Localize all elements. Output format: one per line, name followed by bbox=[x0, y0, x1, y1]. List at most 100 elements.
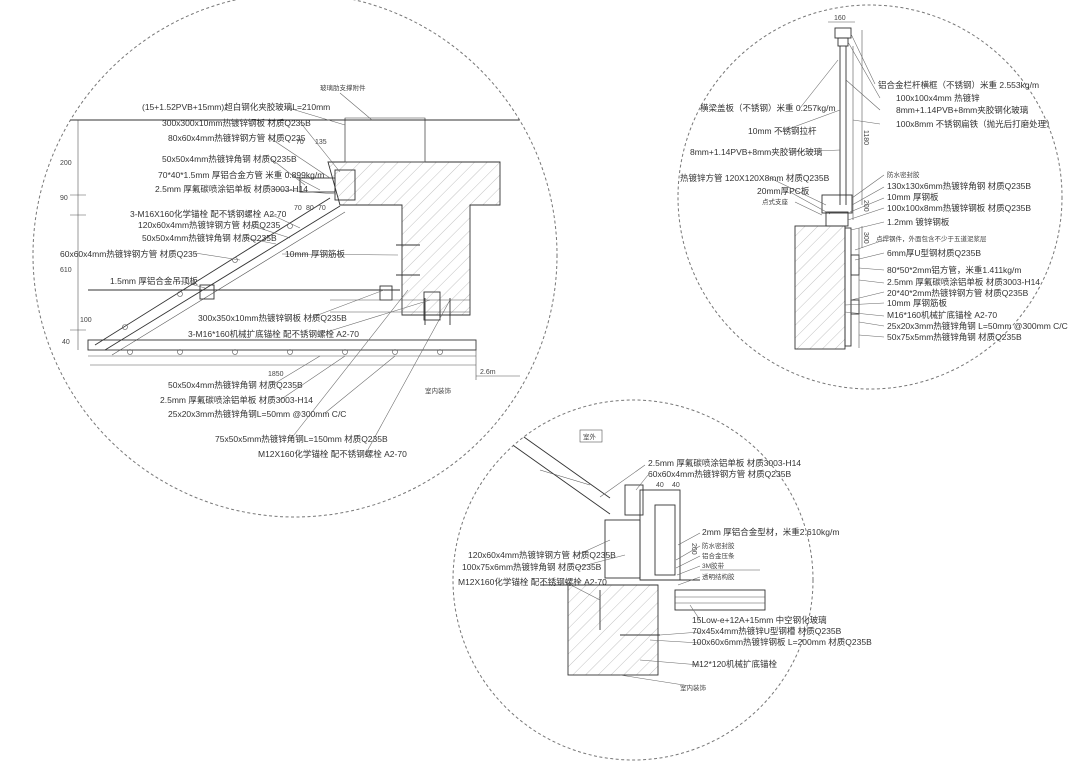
label-a-8: 50x50x4mm热镀锌角钢 材质Q235B bbox=[142, 233, 277, 243]
concrete-beam bbox=[327, 161, 501, 316]
label-c-14: 室内装饰 bbox=[680, 683, 707, 692]
label-b-left-4: 20mm厚PC板 bbox=[757, 186, 810, 196]
label-b-left-0: 横梁盖板（不锈钢）米重 0.257kg/m bbox=[700, 103, 836, 113]
dim-b-3: 300 bbox=[862, 232, 869, 244]
label-b-right-2: 10mm 厚钢板 bbox=[887, 192, 939, 202]
label-c-5: 3M胶带 bbox=[702, 561, 725, 570]
label-a-18: M12X160化学锚栓 配不锈钢螺栓 A2-70 bbox=[258, 449, 407, 459]
label-a-4: 70*40*1.5mm 厚铝合金方管 米重 0.899kg/m bbox=[158, 170, 324, 180]
detail-c-boundary bbox=[452, 399, 814, 761]
label-b-top-1: 100x100x4mm 热镀锌 bbox=[896, 93, 980, 103]
detail-a-geometry bbox=[60, 117, 520, 380]
label-b-right-7: 80*50*2mm铝方管，米重1.411kg/m bbox=[887, 265, 1021, 275]
dim-a-10: 40 bbox=[62, 339, 70, 346]
label-a-11: 10mm 厚钢筋板 bbox=[285, 249, 345, 259]
label-b-top-3: 100x8mm 不锈钢扁铁（抛光后打磨处理） bbox=[896, 119, 1055, 129]
glass-fin bbox=[344, 117, 426, 163]
label-a-7: 120x60x4mm热镀锌钢方管 材质Q235 bbox=[138, 220, 280, 230]
detail-a-elev: 2.6m bbox=[480, 369, 496, 376]
detail-a-leaders bbox=[179, 92, 451, 456]
label-b-right-3: 100x100x8mm热镀锌钢板 材质Q235B bbox=[887, 203, 1031, 213]
label-c-10: 15Low-e+12A+15mm 中空钢化玻璃 bbox=[692, 615, 827, 625]
detail-c-labels: 2.5mm 厚氟碳喷涂铝单板 材质3003-H14 60x60x4mm热镀锌钢方… bbox=[458, 458, 872, 692]
detail-c-header: 室外 bbox=[583, 432, 597, 441]
detail-c: 室外 40 40 200 2.5mm 厚氟碳喷涂铝单板 材质3003-H14 6… bbox=[452, 399, 872, 761]
label-b-left-3: 热镀锌方管 120X120X8mm 材质Q235B bbox=[680, 173, 830, 183]
label-b-right-4: 1.2mm 镀锌钢板 bbox=[887, 217, 950, 227]
slope-member bbox=[94, 197, 331, 346]
label-b-top-0: 铝合金栏杆横框（不锈钢）米重 2.553kg/m bbox=[878, 80, 1039, 90]
label-b-right-8: 2.5mm 厚氟碳喷涂铝单板 材质3003-H14 bbox=[887, 277, 1040, 287]
label-a-13: 3-M16*160机械扩底锚栓 配不锈钢螺栓 A2-70 bbox=[188, 329, 359, 339]
label-c-7: 120x60x4mm热镀锌钢方管 材质Q235B bbox=[468, 550, 616, 560]
label-a-12: 300x350x10mm热镀锌钢板 材质Q235B bbox=[198, 313, 347, 323]
label-c-4: 铝合金压条 bbox=[702, 551, 735, 560]
dim-a-6: 1850 bbox=[268, 371, 284, 378]
label-b-top-2: 8mm+1.14PVB+8mm夹胶钢化玻璃 bbox=[896, 105, 1029, 115]
detail-a: 200 70 135 90 610 100 1850 70 80 70 40 2… bbox=[32, 0, 558, 518]
dim-a-1: 70 bbox=[296, 139, 304, 146]
label-c-2: 2mm 厚铝合金型材，米重2.610kg/m bbox=[702, 527, 839, 537]
concrete-slab-c bbox=[567, 584, 659, 676]
label-b-right-11: M16*160机械扩底锚栓 A2-70 bbox=[887, 310, 997, 320]
dim-a-5: 100 bbox=[80, 317, 92, 324]
label-a-10: 1.5mm 厚铝合金吊顶板 bbox=[110, 276, 198, 286]
dim-c-1: 40 bbox=[672, 482, 680, 489]
dim-c-2: 200 bbox=[690, 543, 697, 555]
bottom-beam bbox=[87, 339, 477, 351]
label-b-right-10: 10mm 厚钢筋板 bbox=[887, 298, 947, 308]
dim-b-1: 1180 bbox=[862, 130, 869, 145]
label-c-1: 60x60x4mm热镀锌钢方管 材质Q235B bbox=[648, 469, 791, 479]
label-c-6: 透明结构胶 bbox=[702, 572, 735, 581]
dim-a-3: 90 bbox=[60, 195, 68, 202]
detail-b: 160 1180 200 300 bbox=[677, 4, 1068, 390]
label-a-6: 3-M16X160化学锚栓 配不锈钢螺栓 A2-70 bbox=[130, 209, 287, 219]
label-a-1: 300x300x10mm热镀锌钢板 材质Q235B bbox=[162, 118, 311, 128]
detail-a-boundary bbox=[32, 0, 558, 518]
label-a-2: 80x60x4mm热镀锌钢方管 材质Q235 bbox=[168, 133, 306, 143]
label-a-5: 2.5mm 厚氟碳喷涂铝单板 材质3003-H14 bbox=[155, 184, 308, 194]
label-a-14: 50x50x4mm热镀锌角钢 材质Q235B bbox=[168, 380, 303, 390]
label-b-right-5: 点焊钢件，外面包含不少于五道泥浆层 bbox=[876, 234, 987, 243]
label-a-9: 60x60x4mm热镀锌钢方管 材质Q235 bbox=[60, 249, 198, 259]
detail-a-right-label: 室内装饰 bbox=[425, 386, 452, 395]
detail-c-geometry bbox=[499, 419, 766, 676]
dim-b-0: 160 bbox=[834, 15, 846, 22]
label-a-16: 25x20x3mm热镀锌角钢L=50mm @300mm C/C bbox=[168, 409, 346, 419]
dim-a-0: 200 bbox=[60, 160, 72, 167]
dim-c-0: 40 bbox=[656, 482, 664, 489]
label-a-17: 75x50x5mm热镀锌角钢L=150mm 材质Q235B bbox=[215, 434, 388, 444]
label-b-right-1: 130x130x6mm热镀锌角钢 材质Q235B bbox=[887, 181, 1031, 191]
label-b-right-12: 25x20x3mm热镀锌角钢 L=50mm @300mm C/C bbox=[887, 321, 1068, 331]
label-b-left-1: 10mm 不锈钢拉杆 bbox=[748, 126, 817, 136]
concrete-slab bbox=[794, 225, 846, 350]
detail-b-leaders bbox=[769, 33, 885, 338]
label-b-right-0: 防水密封胶 bbox=[887, 170, 920, 179]
dim-a-2: 135 bbox=[315, 139, 327, 146]
detail-b-geometry bbox=[794, 21, 863, 350]
dim-a-7: 70 bbox=[294, 205, 302, 212]
detail-a-labels: 玻璃肋支撑附件 (15+1.52PVB+15mm)超白钢化夹胶玻璃L=210mm… bbox=[60, 83, 452, 459]
label-b-left-2: 8mm+1.14PVB+8mm夹胶钢化玻璃 bbox=[690, 147, 823, 157]
label-b-right-13: 50x75x5mm热镀锌角钢 材质Q235B bbox=[887, 332, 1022, 342]
detail-b-labels: 铝合金栏杆横框（不锈钢）米重 2.553kg/m 100x100x4mm 热镀锌… bbox=[680, 80, 1068, 342]
label-a-0: (15+1.52PVB+15mm)超白钢化夹胶玻璃L=210mm bbox=[142, 102, 330, 112]
label-c-0: 2.5mm 厚氟碳喷涂铝单板 材质3003-H14 bbox=[648, 458, 801, 468]
detail-b-boundary bbox=[677, 4, 1063, 390]
detail-a-top-label: 玻璃肋支撑附件 bbox=[320, 83, 366, 92]
dim-a-8: 80 bbox=[306, 205, 314, 212]
label-b-right-9: 20*40*2mm热镀锌钢方管 材质Q235B bbox=[887, 288, 1029, 298]
label-c-3: 防水密封胶 bbox=[702, 541, 735, 550]
label-c-11: 70x45x4mm热镀锌U型钢槽 材质Q235B bbox=[692, 626, 842, 636]
label-a-15: 2.5mm 厚氟碳喷涂铝单板 材质3003-H14 bbox=[160, 395, 313, 405]
label-c-12: 100x60x6mm热镀锌钢板 L=200mm 材质Q235B bbox=[692, 637, 872, 647]
label-c-8: 100x75x6mm热镀锌角钢 材质Q235B bbox=[462, 562, 602, 572]
label-b-right-6: 6mm厚U型钢材质Q235B bbox=[887, 248, 981, 258]
label-a-3: 50x50x4mm热镀锌角钢 材质Q235B bbox=[162, 154, 297, 164]
label-b-left-5: 点式支座 bbox=[762, 197, 789, 206]
label-c-13: M12*120机械扩底锚栓 bbox=[692, 659, 778, 669]
dim-a-9: 70 bbox=[318, 205, 326, 212]
detail-c-leaders bbox=[564, 464, 701, 687]
dim-a-4: 610 bbox=[60, 267, 72, 274]
